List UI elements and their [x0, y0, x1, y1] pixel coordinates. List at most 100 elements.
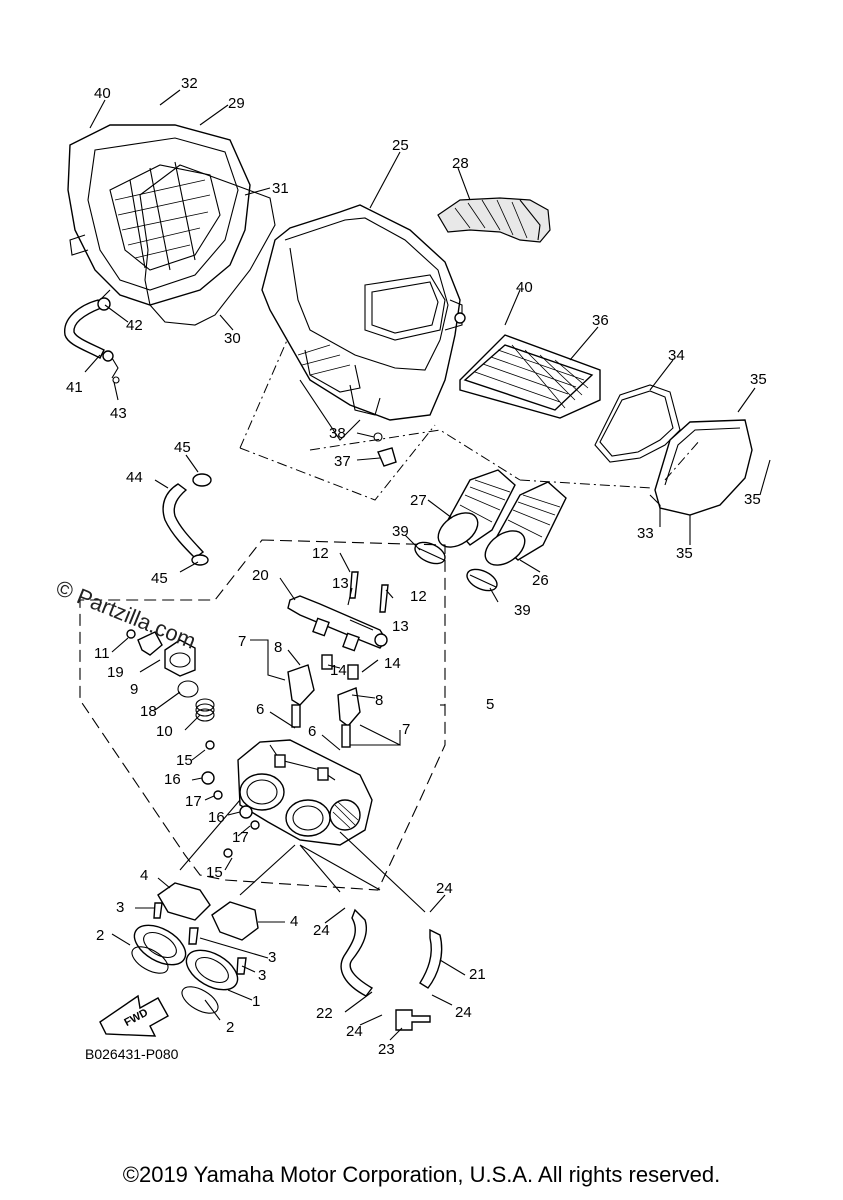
throttle-sensor-part: [164, 639, 196, 677]
bolt-3-a-part: [153, 902, 163, 919]
callout-40-upper: 40: [94, 85, 111, 102]
intake-joint-left-part: [131, 882, 211, 974]
callout-15-upper: 15: [176, 752, 193, 769]
callout-8-left: 8: [274, 639, 282, 656]
bolt-12-left-part: [349, 571, 359, 599]
callout-14-left: 14: [330, 662, 347, 679]
callout-12-upper: 12: [312, 545, 329, 562]
breather-hose-part: [64, 297, 120, 384]
callout-7-left: 7: [238, 633, 246, 650]
callout-1: 1: [252, 993, 260, 1010]
callout-19: 19: [107, 664, 124, 681]
velocity-stack-26-part: [484, 481, 567, 566]
callout-9: 9: [130, 681, 138, 698]
callout-30: 30: [224, 330, 241, 347]
clip-17-upper-part: [213, 790, 223, 800]
callout-36: 36: [592, 312, 609, 329]
callout-44: 44: [126, 469, 143, 486]
callout-35-right: 35: [744, 491, 761, 508]
airbox-body-part: [261, 204, 466, 441]
callout-28: 28: [452, 155, 469, 172]
callout-16-lower: 16: [208, 809, 225, 826]
callout-15-lower: 15: [206, 864, 223, 881]
callout-33: 33: [637, 525, 654, 542]
callout-37: 37: [334, 453, 351, 470]
callout-13-right: 13: [392, 618, 409, 635]
callout-39-upper: 39: [392, 523, 409, 540]
callout-labels: 40 32 29 25 28 31 42 30 41 43 40 36 34 3…: [66, 75, 767, 1058]
screw-15-lower-part: [223, 848, 233, 858]
callout-35-lower: 35: [676, 545, 693, 562]
spring-10-part: [195, 698, 215, 722]
callout-26: 26: [532, 572, 549, 589]
hose-21-part: [419, 928, 443, 989]
callout-45-upper: 45: [174, 439, 191, 456]
throttle-body-group-boundary: [79, 539, 446, 891]
callout-17-lower: 17: [232, 829, 249, 846]
callout-18: 18: [140, 703, 157, 720]
callout-12-right: 12: [410, 588, 427, 605]
callout-5: 5: [486, 696, 494, 713]
air-filter-element-part: [459, 334, 601, 419]
callout-43: 43: [110, 405, 127, 422]
bolt-3-b-part: [188, 927, 199, 945]
screw-15-upper-part: [205, 740, 215, 750]
cap-16-lower-part: [239, 805, 253, 819]
airbox-gasket-part: [139, 164, 276, 326]
callout-2-upper: 2: [96, 927, 104, 944]
callout-24-left: 24: [313, 922, 330, 939]
callout-29: 29: [228, 95, 245, 112]
callout-13-upper: 13: [332, 575, 349, 592]
callout-45-lower: 45: [151, 570, 168, 587]
copyright-notice: ©2019 Yamaha Motor Corporation, U.S.A. A…: [122, 1162, 721, 1187]
throttle-body-part: [237, 739, 373, 846]
callout-22: 22: [316, 1005, 333, 1022]
spacer-14-right-part: [347, 664, 359, 680]
bracket-19-part: [137, 631, 163, 656]
callout-39-lower: 39: [514, 602, 531, 619]
velocity-stack-27-part: [437, 469, 516, 548]
callout-38: 38: [329, 425, 346, 442]
tee-23-part: [395, 1009, 431, 1031]
callout-24-upper-right: 24: [436, 880, 453, 897]
bolt-12-right-part: [379, 584, 389, 613]
callout-6-right: 6: [308, 723, 316, 740]
callout-34: 34: [668, 347, 685, 364]
forward-arrow-icon: FWD: [99, 994, 169, 1037]
callout-17-upper: 17: [185, 793, 202, 810]
callout-3-lower: 3: [258, 967, 266, 984]
callout-24-lower-left: 24: [346, 1023, 363, 1040]
callout-6-left: 6: [256, 701, 264, 718]
callout-3-middle: 3: [268, 949, 276, 966]
callout-23: 23: [378, 1041, 395, 1058]
callout-11: 11: [94, 645, 110, 662]
injector-left-part: [287, 664, 315, 728]
intake-joint-right-part: [181, 901, 259, 1014]
callout-10: 10: [156, 723, 173, 740]
clamp-39-lower-part: [466, 568, 498, 592]
spacer-14-left-part: [321, 654, 333, 670]
callout-14-right: 14: [384, 655, 401, 672]
hose-22-part: [340, 908, 374, 997]
callout-7-right: 7: [402, 721, 410, 738]
callout-24-lower-right: 24: [455, 1004, 472, 1021]
callout-4-left: 4: [140, 867, 148, 884]
airbox-cover-part: [67, 124, 251, 306]
callout-31: 31: [272, 180, 289, 197]
intake-duct-part: [437, 197, 551, 243]
bolt-3-c-part: [236, 957, 247, 975]
cover-gasket-part: [594, 384, 681, 463]
callout-41: 41: [66, 379, 83, 396]
callout-16-upper: 16: [164, 771, 181, 788]
leader-lines: [84, 89, 771, 1041]
callout-8-right: 8: [375, 692, 383, 709]
callout-32: 32: [181, 75, 198, 92]
callout-3-left: 3: [116, 899, 124, 916]
cap-16-upper-part: [201, 771, 215, 785]
injector-right-part: [337, 687, 361, 748]
fuel-rail-part: [287, 595, 388, 652]
callout-2-lower: 2: [226, 1019, 234, 1036]
clip-17-lower-part: [250, 820, 260, 830]
